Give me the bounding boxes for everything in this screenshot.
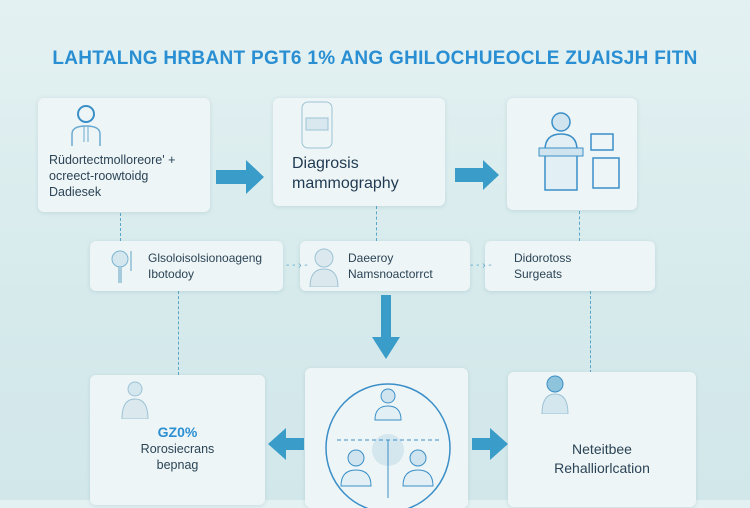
card-line: Rorosiecrans	[140, 442, 215, 456]
patient-icon	[541, 375, 569, 414]
step-card-surgery: Didorotoss Surgeats	[485, 241, 655, 291]
card-line: Diagrosis	[292, 155, 359, 172]
connector-line	[590, 291, 591, 373]
card-text: Rüdortectmolloreore' + ocreect-roowtoidg…	[49, 152, 175, 200]
card-line: bepnag	[156, 458, 199, 472]
step-card-treatment	[507, 98, 637, 210]
right-arrow-icon	[216, 160, 264, 194]
right-arrow-icon	[472, 428, 508, 460]
left-arrow-icon	[268, 428, 304, 460]
card-line: Neteitbee	[572, 441, 632, 457]
connector-line	[120, 213, 121, 241]
down-arrow-icon	[372, 295, 400, 359]
right-arrow-icon	[455, 160, 499, 190]
care-team-circle-icon	[325, 383, 451, 508]
card-text: Daeeroy Namsnoactorrct	[348, 250, 433, 282]
card-text: Neteitbee Rehalliorlcation	[508, 440, 696, 478]
patient-icon	[309, 248, 339, 287]
card-line: Didorotoss	[514, 251, 572, 265]
connector-line	[178, 291, 179, 375]
card-text: GZ0% Rorosiecrans bepnag	[90, 423, 265, 473]
step-card-rehabilitation: Neteitbee Rehalliorlcation	[508, 372, 696, 507]
mammography-machine-icon	[301, 101, 333, 149]
dashed-arrow: - - › -	[286, 260, 308, 271]
card-line: Dadiesek	[49, 185, 102, 199]
step-card-support: GZ0% Rorosiecrans bepnag	[90, 375, 265, 505]
stat-value: GZ0%	[157, 424, 198, 440]
card-line: Ibotodoy	[148, 267, 195, 281]
card-line: mammography	[292, 175, 399, 192]
doctor-icon	[121, 381, 149, 419]
step-card-assessment: Daeeroy Namsnoactorrct	[300, 241, 470, 291]
connector-line	[579, 211, 580, 241]
card-line: Daeeroy	[348, 251, 394, 265]
step-card-consultation: Rüdortectmolloreore' + ocreect-roowtoidg…	[38, 98, 210, 212]
card-line: Glsoloisolsionoageng	[148, 251, 263, 265]
step-card-diagnosis: Diagrosis mammography	[273, 98, 445, 206]
dashed-arrow: - - › -	[470, 260, 492, 271]
step-card-imaging: Glsoloisolsionoageng Ibotodoy	[90, 241, 283, 291]
card-text: Diagrosis mammography	[292, 154, 399, 194]
card-line: Rüdortectmolloreore' +	[49, 153, 176, 167]
scanner-icon	[111, 250, 132, 283]
card-text: Didorotoss Surgeats	[514, 250, 571, 282]
diagram-title: LAHTALNG HRBANT PGT6 1% ANG GHILOCHUEOCL…	[52, 48, 698, 69]
connector-line	[376, 206, 377, 241]
card-line: ocreect-roowtoidg	[49, 169, 149, 183]
card-line: Surgeats	[514, 267, 563, 281]
card-line: Namsnoactorrct	[348, 267, 433, 281]
card-line: Rehalliorlcation	[554, 460, 650, 476]
patient-with-monitor-icon	[538, 112, 620, 191]
care-team-card	[305, 368, 468, 508]
doctor-icon	[71, 105, 101, 146]
card-text: Glsoloisolsionoageng Ibotodoy	[148, 250, 262, 282]
